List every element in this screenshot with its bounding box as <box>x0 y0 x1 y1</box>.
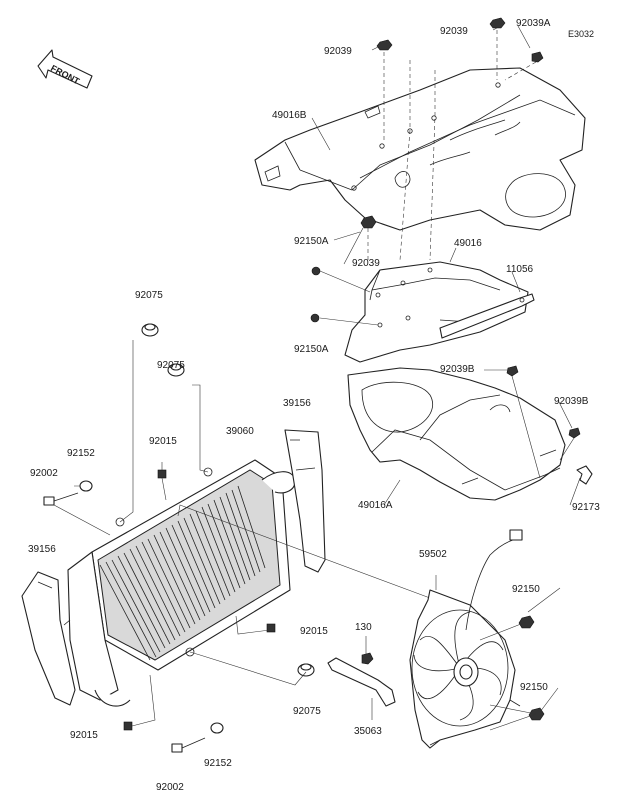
callout-49016A: 49016A <box>358 500 393 511</box>
callout-92150A-b: 92150A <box>294 344 329 355</box>
callout-92150-b: 92150 <box>520 682 548 693</box>
side-cover-39156-left <box>21 571 76 706</box>
callout-92150-a: 92150 <box>512 584 540 595</box>
front-arrow-icon: FRONT <box>37 49 93 89</box>
callout-92039B-a: 92039B <box>440 364 475 375</box>
callout-92152-a: 92152 <box>67 448 95 459</box>
callout-92039B-b: 92039B <box>554 396 589 407</box>
callout-49016B: 49016B <box>272 110 307 121</box>
diagram-code: E3032 <box>568 29 594 39</box>
callout-labels: 92039 92039 92039A 49016B 92150A 92039 4… <box>28 18 600 793</box>
callout-92015-b: 92015 <box>300 626 328 637</box>
callout-11056: 11056 <box>506 264 534 275</box>
callout-39156-a: 39156 <box>283 398 311 409</box>
bracket-92173 <box>576 465 593 485</box>
nut-icon <box>518 615 545 721</box>
callout-92150A-a: 92150A <box>294 236 329 247</box>
callout-92075-c: 92075 <box>293 706 321 717</box>
callout-92002-b: 92002 <box>156 782 184 793</box>
clip-icon <box>310 266 321 323</box>
callout-92002-a: 92002 <box>30 468 58 479</box>
bolt-icon <box>361 652 374 665</box>
callout-92039A: 92039A <box>516 18 551 29</box>
bracket-11056 <box>439 293 535 339</box>
side-cover-39156-right <box>284 429 326 573</box>
callout-92152-b: 92152 <box>204 758 232 769</box>
radiator-core <box>99 485 266 661</box>
bolt-icon <box>43 480 224 753</box>
callout-39156-b: 39156 <box>28 544 56 555</box>
callout-92015-c: 92015 <box>70 730 98 741</box>
callout-92173: 92173 <box>572 502 600 513</box>
callout-35063: 35063 <box>354 726 382 737</box>
lower-cover-49016A <box>347 367 566 501</box>
upper-cover-49016B <box>254 67 586 231</box>
clip-icon <box>506 365 581 439</box>
callout-92075-b: 92075 <box>157 360 185 371</box>
grommet-icon <box>141 323 315 677</box>
callout-39060: 39060 <box>226 426 254 437</box>
callout-92039-b: 92039 <box>440 26 468 37</box>
bolt-icon <box>360 17 544 229</box>
callout-49016: 49016 <box>454 238 482 249</box>
callout-92039-c: 92039 <box>352 258 380 269</box>
radiator-39060 <box>67 459 296 707</box>
cooling-fan-59502 <box>409 529 523 749</box>
callout-92075-a: 92075 <box>135 290 163 301</box>
callout-130: 130 <box>355 622 372 633</box>
callout-59502: 59502 <box>419 549 447 560</box>
callout-92039-a: 92039 <box>324 46 352 57</box>
fan-bracket-35063 <box>327 657 396 707</box>
callout-92015-a: 92015 <box>149 436 177 447</box>
